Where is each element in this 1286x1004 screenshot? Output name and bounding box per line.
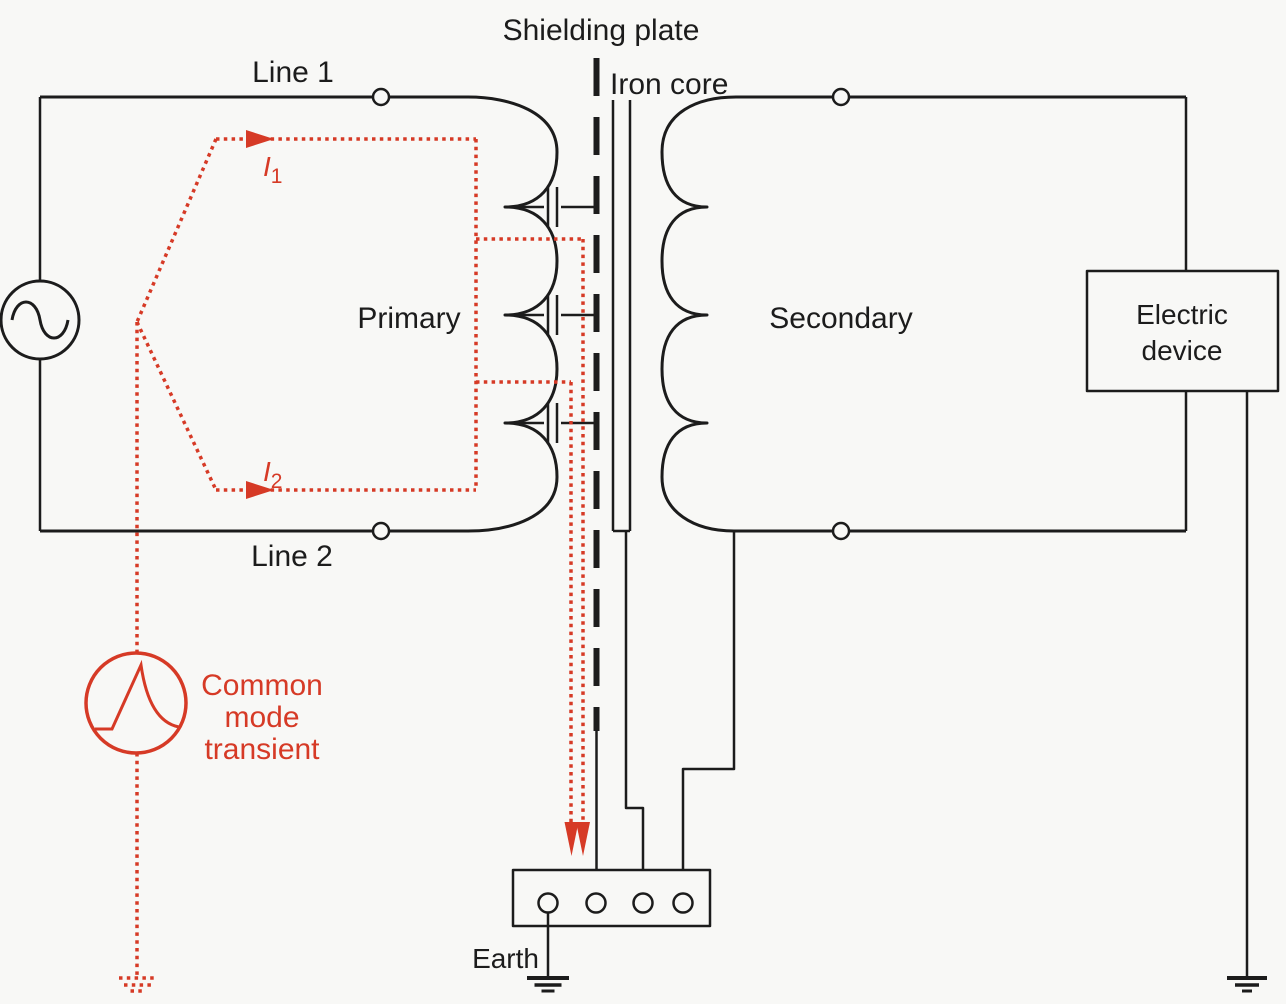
terminal-secondary	[672, 892, 694, 914]
i2-label: I2	[263, 456, 282, 493]
terminal-circles	[537, 892, 694, 914]
capacitor-middle	[505, 295, 594, 335]
stray-capacitors	[505, 187, 594, 443]
terminal-block	[511, 868, 712, 993]
earth-arrow-right-icon	[576, 822, 590, 856]
terminal-shield	[585, 892, 607, 914]
i1-arrow-icon	[246, 130, 274, 148]
shielding-plate-label: Shielding plate	[503, 14, 700, 47]
terminal-earth	[537, 892, 559, 914]
capacitor-top	[505, 187, 594, 227]
capacitor-bottom	[505, 403, 594, 443]
line1-label: Line 1	[252, 56, 334, 89]
i1-label: I1	[263, 151, 282, 188]
i2-sub: 2	[271, 470, 283, 493]
transient-arrows	[246, 130, 590, 856]
sine-wave-icon	[10, 300, 70, 340]
dotted-current-paths	[119, 137, 585, 993]
leakage-path-2	[476, 380, 573, 822]
line1-terminal	[371, 87, 391, 107]
secondary-winding	[660, 95, 1186, 533]
transient-source	[84, 651, 188, 755]
common-mode-label-line2: mode	[224, 701, 299, 734]
device-ground	[1227, 391, 1267, 993]
secondary-top-terminal	[831, 87, 851, 107]
line-terminals	[371, 87, 851, 541]
iron-core-earth-lead	[624, 531, 645, 893]
common-mode-label-line1: Common	[201, 669, 323, 702]
path-split-diagonals	[135, 138, 218, 491]
terminal-core	[632, 892, 654, 914]
earth-label: Earth	[472, 943, 539, 974]
electric-device-label-line2: device	[1142, 335, 1223, 366]
iron-core-label: Iron core	[610, 68, 728, 101]
black-circuit	[0, 58, 1280, 993]
transient-source-circle	[84, 651, 188, 755]
secondary-label: Secondary	[769, 302, 912, 335]
transient-current-paths	[84, 137, 585, 993]
surge-pulse-icon	[95, 659, 180, 731]
i1-base: I	[263, 151, 271, 182]
common-mode-label-line3: transient	[204, 733, 320, 766]
secondary-bottom-terminal	[831, 521, 851, 541]
iron-core	[611, 100, 645, 893]
electric-device-box	[1085, 269, 1280, 393]
primary-label: Primary	[357, 302, 460, 335]
line2-label: Line 2	[251, 540, 333, 573]
line2-terminal	[371, 521, 391, 541]
i2-base: I	[263, 456, 271, 487]
earth-arrow-left-icon	[564, 822, 579, 856]
secondary-earth-lead	[681, 531, 736, 893]
leakage-path-1	[476, 237, 585, 822]
red-labels: I1 I2 Common mode transient	[201, 151, 323, 766]
ac-source-circle	[0, 279, 81, 361]
ac-source	[0, 97, 81, 531]
black-labels: Shielding plate Iron core Line 1 Line 2 …	[251, 14, 1228, 974]
i2-arrow-icon	[246, 481, 274, 499]
electric-device-label-line1: Electric	[1136, 299, 1228, 330]
i1-sub: 1	[271, 165, 283, 188]
